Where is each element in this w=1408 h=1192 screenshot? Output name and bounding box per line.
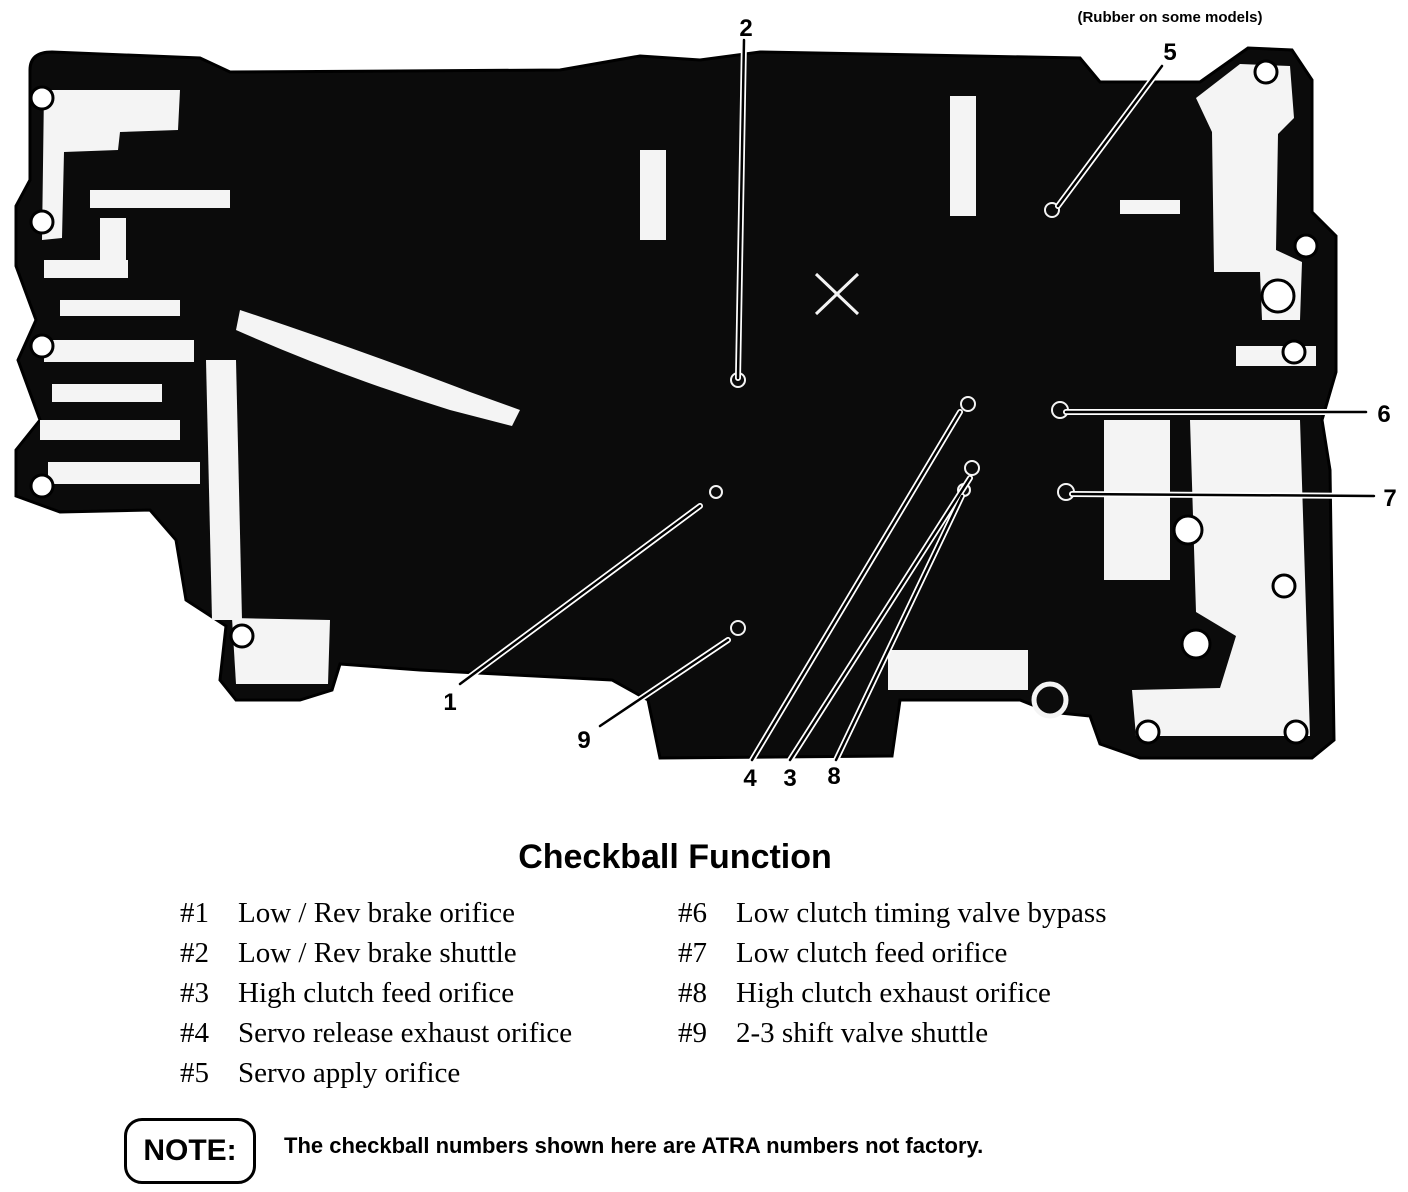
bolt-hole <box>29 209 55 235</box>
passage-left-e <box>40 420 180 440</box>
valve-body-casting <box>14 46 1338 760</box>
x-mark <box>814 272 860 316</box>
bolt-hole <box>1172 514 1204 546</box>
checkball-9 <box>730 620 746 636</box>
bolt-hole <box>1281 339 1307 365</box>
bolt-hole <box>1293 233 1319 259</box>
passage-bottom-left <box>232 618 330 684</box>
bolt-hole <box>29 473 55 499</box>
passage-right-bottom <box>1132 420 1310 736</box>
bolt-hole <box>29 333 55 359</box>
checkball-1 <box>709 485 723 499</box>
passage-left-d <box>52 384 162 402</box>
callout-9: 9 <box>577 727 590 754</box>
rubber-note: (Rubber on some models) <box>1077 9 1262 26</box>
callout-2: 2 <box>739 15 752 42</box>
passage-left-g <box>90 190 230 208</box>
callout-7: 7 <box>1383 485 1396 512</box>
callout-6: 6 <box>1377 401 1390 428</box>
passage-bottom-center <box>888 650 1028 690</box>
passage-center-a <box>640 150 666 240</box>
casting-outline <box>14 46 1338 760</box>
gasket-passages <box>40 64 1316 736</box>
leader-lines <box>457 37 1377 763</box>
passage-right-a <box>1120 200 1180 214</box>
function-title: Checkball Function <box>518 838 832 876</box>
callout-1: 1 <box>443 689 456 716</box>
callout-5: 5 <box>1163 39 1176 66</box>
callout-3: 3 <box>783 765 796 792</box>
passage-right-mid <box>1104 420 1170 580</box>
dowel-boss <box>1031 681 1069 719</box>
note-text: The checkball numbers shown here are ATR… <box>284 1133 984 1158</box>
bolt-hole <box>1253 59 1279 85</box>
bolt-hole <box>1283 719 1309 745</box>
passage-left-h <box>100 218 126 264</box>
bolt-hole <box>1135 719 1161 745</box>
bolt-hole <box>229 623 255 649</box>
passage-left-vertical <box>206 360 242 620</box>
passage-left-f <box>48 462 200 484</box>
checkball-3 <box>964 460 980 476</box>
bolt-holes <box>29 59 1319 745</box>
passage-diagonal <box>236 310 520 426</box>
bolt-hole <box>1271 573 1297 599</box>
passage-center-b <box>950 96 976 216</box>
bolt-hole <box>1180 628 1212 660</box>
passage-left-b <box>60 300 180 316</box>
passage-left-a <box>44 260 128 278</box>
note-label: NOTE: <box>124 1118 256 1184</box>
callout-8: 8 <box>827 763 840 790</box>
bolt-hole <box>1260 278 1296 314</box>
passage-left-top <box>42 90 180 240</box>
checkball-4 <box>960 396 976 412</box>
callout-4: 4 <box>743 765 757 792</box>
passage-right-top <box>1196 64 1302 320</box>
bolt-hole <box>29 85 55 111</box>
passage-left-c <box>44 340 194 362</box>
